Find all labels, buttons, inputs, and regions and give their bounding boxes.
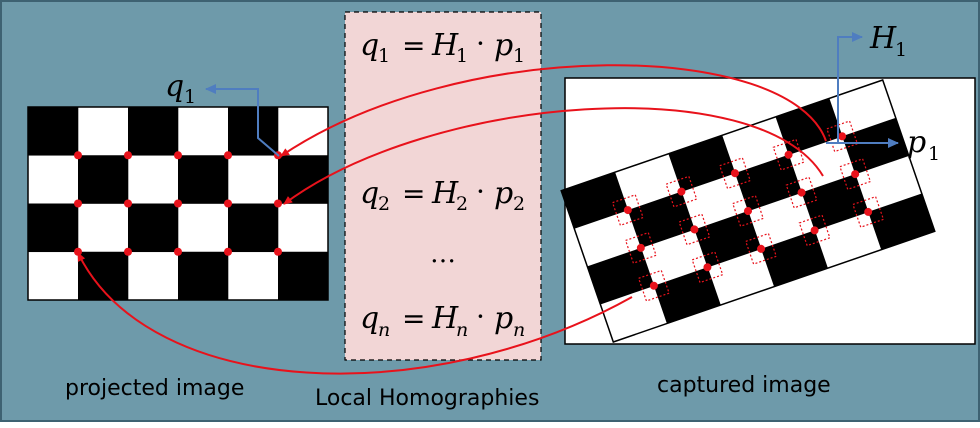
eq1-q-sub: 1 <box>378 45 390 67</box>
checker-square <box>278 251 329 301</box>
corner-point <box>703 263 712 272</box>
eq2-q: q <box>360 176 379 211</box>
h1-label: H <box>869 21 897 56</box>
q1-axis-line <box>205 84 280 157</box>
corner-point <box>677 187 686 196</box>
mapping-arrow-2 <box>283 107 824 205</box>
eq1-p-sub: 1 <box>513 45 525 67</box>
homographies-caption: Local Homographies <box>315 386 539 411</box>
corner-point <box>757 244 766 253</box>
eq2-p-sub: 2 <box>513 193 525 215</box>
h1-label-sub: 1 <box>895 39 907 61</box>
corner-point <box>797 188 806 197</box>
local-patch <box>637 269 670 302</box>
eq2-h: H <box>431 176 459 211</box>
corner-point <box>623 206 632 215</box>
p1-label: p <box>907 125 926 160</box>
p1-axes <box>826 32 899 148</box>
ellipsis: … <box>430 239 456 269</box>
checker-square <box>178 251 229 301</box>
local-patch <box>731 194 765 228</box>
checker-square <box>78 251 129 301</box>
eq2-dot: · <box>476 175 485 208</box>
q1-label: q <box>165 69 184 104</box>
eq1-h: H <box>431 28 459 63</box>
q1-axes <box>205 84 280 157</box>
corner-point <box>744 207 752 215</box>
projected-image <box>27 106 329 301</box>
corner-point <box>784 150 793 159</box>
corner-point <box>864 207 873 216</box>
eq1-q: q <box>360 28 379 63</box>
eq2-h-sub: 2 <box>456 193 468 215</box>
checker-square <box>761 230 829 287</box>
equation-1: q 1 = H 1 · p 1 <box>360 27 525 67</box>
corner-point <box>636 243 645 252</box>
eq2-q-sub: 2 <box>378 193 390 215</box>
checker-square <box>128 203 179 253</box>
checker-square <box>587 247 655 305</box>
homography-box <box>344 11 542 361</box>
equation-2: q 2 = H 2 · p 2 <box>360 175 525 215</box>
corner-point <box>224 247 232 256</box>
eqn-dot: · <box>476 300 485 333</box>
mapping-arrow-n <box>77 252 633 375</box>
equation-n: q n = H n · p n <box>360 300 525 341</box>
eqn-q: q <box>360 301 379 336</box>
checker-square <box>868 193 936 251</box>
eq2-p: p <box>494 176 513 211</box>
corner-point <box>74 151 82 160</box>
eqn-p: p <box>494 301 513 336</box>
p1-label-sub: 1 <box>928 143 940 165</box>
eqn-h: H <box>431 301 459 336</box>
corner-point <box>224 199 232 208</box>
captured-image <box>560 77 976 345</box>
h1-axis <box>837 32 863 142</box>
eq1-dot: · <box>476 27 485 60</box>
eq2-equals: = <box>402 177 425 210</box>
corner-point <box>838 132 847 141</box>
eqn-p-sub: n <box>513 319 525 341</box>
checker-square <box>178 155 229 204</box>
checker-square <box>128 107 179 156</box>
corner-point <box>124 151 132 160</box>
checker-square <box>561 172 629 229</box>
captured-image-caption: captured image <box>657 373 831 398</box>
eq1-h-sub: 1 <box>456 45 468 67</box>
corner-point <box>124 247 132 256</box>
corner-point <box>730 169 739 178</box>
corner-point <box>174 151 182 160</box>
eq1-equals: = <box>402 29 425 62</box>
corner-point <box>124 199 132 208</box>
eqn-equals: = <box>402 302 425 335</box>
captured-corner-points <box>623 132 873 290</box>
mapping-arrow-1 <box>280 64 827 157</box>
eqn-h-sub: n <box>456 319 468 341</box>
checker-square <box>28 203 79 253</box>
checker-square <box>78 155 129 204</box>
checker-square <box>228 203 279 253</box>
checker-square <box>653 267 721 324</box>
corner-point <box>74 199 82 208</box>
checker-square <box>278 155 329 204</box>
projected-corner-points <box>74 151 282 256</box>
corner-point <box>851 170 860 179</box>
eq1-p: p <box>494 28 513 63</box>
mapping-arrows <box>77 64 827 375</box>
checker-square <box>28 107 79 156</box>
corner-point <box>649 281 658 290</box>
corner-point <box>174 199 182 208</box>
corner-point <box>274 247 282 256</box>
projected-image-caption: projected image <box>65 376 244 401</box>
projected-checkerboard <box>28 107 329 301</box>
corner-point <box>274 199 282 208</box>
corner-point <box>690 225 699 234</box>
corner-point <box>224 151 232 160</box>
corner-point <box>174 247 182 256</box>
corner-point <box>810 226 819 235</box>
q1-label-sub: 1 <box>184 86 196 108</box>
eqn-q-sub: n <box>378 319 390 341</box>
